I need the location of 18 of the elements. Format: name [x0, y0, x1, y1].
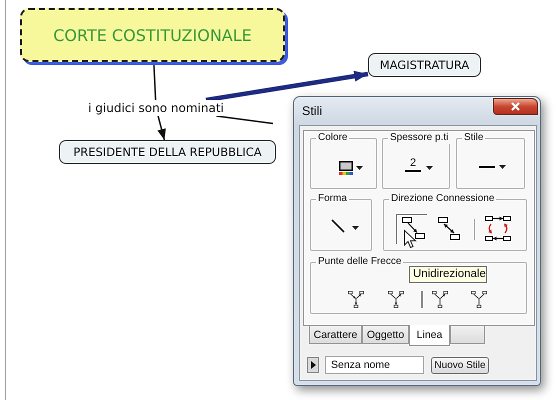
window-title: Stili	[302, 104, 322, 119]
concept-box: CORTE COSTITUZIONALE	[20, 8, 285, 62]
connector-line	[216, 115, 274, 124]
dialog-window	[293, 96, 541, 386]
concept-box: PRESIDENTE DELLA REPUBBLICA	[59, 140, 276, 164]
tab: Oggetto	[362, 326, 409, 344]
group-label: Spessore p.ti	[388, 132, 450, 144]
new-style-button: Nuovo Stile	[431, 357, 489, 374]
tooltip: Unidirezionale	[409, 266, 487, 283]
arrow	[206, 70, 368, 102]
line-width-value: 2	[405, 157, 421, 172]
tab: Linea	[409, 325, 450, 346]
linking-phrase: i giudici sono nominati	[87, 100, 225, 116]
concept-box: MAGISTRATURA	[368, 53, 481, 77]
tab: Carattere	[309, 326, 362, 344]
tab	[450, 326, 485, 344]
input-field: Senza nome	[325, 356, 424, 374]
arrow	[157, 116, 166, 140]
